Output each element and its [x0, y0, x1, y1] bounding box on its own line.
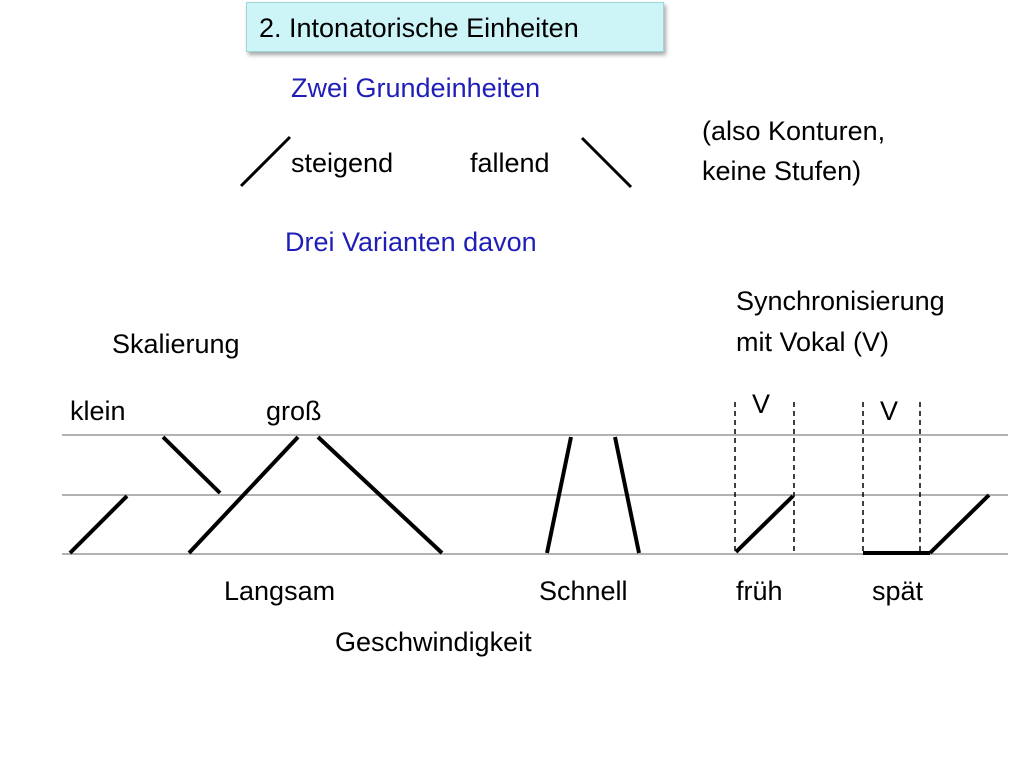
small-label: klein: [70, 396, 126, 426]
fast-fall-contour: [613, 436, 641, 554]
variants-heading: Drei Varianten davon: [285, 227, 537, 257]
large-fall-contour: [316, 435, 444, 555]
small-fall-contour: [161, 435, 222, 495]
late-label: spät: [872, 576, 924, 606]
late-rise-contour: [928, 493, 991, 555]
scaling-label: Skalierung: [112, 329, 240, 359]
page-title: 2. Intonatorische Einheiten: [259, 13, 579, 43]
vowel-label-late: V: [880, 396, 899, 426]
speed-label: Geschwindigkeit: [335, 627, 532, 657]
early-label: früh: [736, 576, 783, 606]
large-rise-contour: [187, 435, 300, 555]
contour-note-line1: (also Konturen,: [702, 116, 886, 146]
falling-contour-icon: [580, 136, 633, 189]
fast-rise-contour: [545, 436, 573, 554]
contour-note-line2: keine Stufen): [702, 156, 862, 186]
sync-label-line1: Synchronisierung: [736, 286, 945, 316]
title-box: 2. Intonatorische Einheiten: [246, 2, 664, 52]
falling-label: fallend: [470, 148, 550, 178]
vowel-label-early: V: [752, 389, 771, 419]
small-rise-contour: [68, 494, 129, 555]
rising-label: steigend: [291, 148, 394, 178]
rising-contour-icon: [239, 135, 292, 188]
large-label: groß: [266, 396, 322, 426]
fast-label: Schnell: [539, 576, 628, 606]
sync-label-line2: mit Vokal (V): [736, 327, 890, 357]
slow-label: Langsam: [224, 576, 336, 606]
early-rise-contour: [734, 494, 795, 554]
basic-units-heading: Zwei Grundeinheiten: [291, 73, 541, 103]
